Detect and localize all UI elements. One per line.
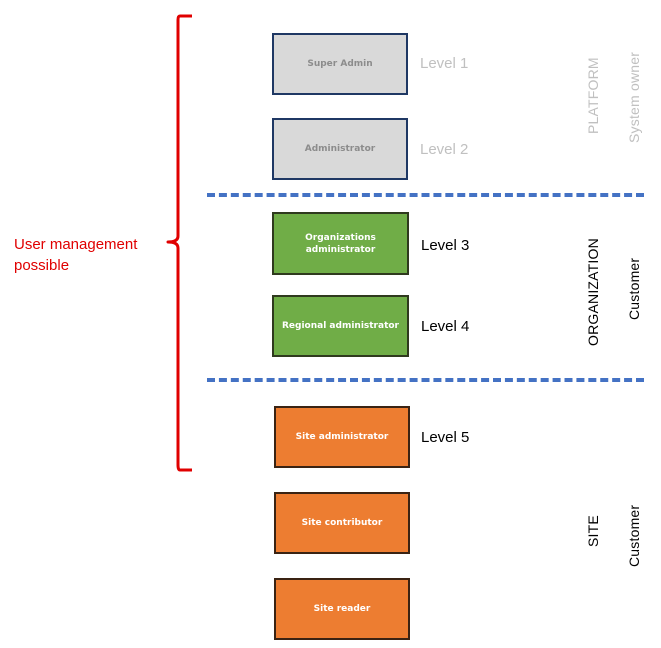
level-label-1: Level 1: [420, 55, 469, 72]
note-line-2: possible: [14, 257, 70, 274]
organization-site-divider: [207, 378, 644, 382]
note-line-1: User management: [14, 236, 138, 253]
role-box-administrator: Administrator: [272, 118, 408, 180]
section-label-platform: PLATFORM: [585, 57, 601, 134]
section-label-organization: ORGANIZATION: [585, 238, 601, 346]
role-box-regional-administrator: Regional administrator: [272, 295, 409, 357]
owner-label-system-owner: System owner: [626, 51, 642, 143]
role-box-site-contributor: Site contributor: [274, 492, 410, 554]
role-box-site-administrator: Site administrator: [274, 406, 410, 468]
role-box-organizations-administrator: Organizations administrator: [272, 212, 409, 275]
user-management-note: User management possible: [14, 234, 137, 276]
level-label-2: Level 2: [420, 141, 469, 158]
role-box-super-admin: Super Admin: [272, 33, 408, 95]
section-label-site: SITE: [585, 515, 601, 547]
level-label-3: Level 3: [421, 237, 470, 254]
role-box-site-reader: Site reader: [274, 578, 410, 640]
user-management-brace: [166, 14, 192, 472]
owner-label-customer-organization: Customer: [626, 257, 642, 320]
owner-label-customer-site: Customer: [626, 504, 642, 567]
level-label-4: Level 4: [421, 318, 470, 335]
level-label-5: Level 5: [421, 429, 470, 446]
platform-organization-divider: [207, 193, 644, 197]
